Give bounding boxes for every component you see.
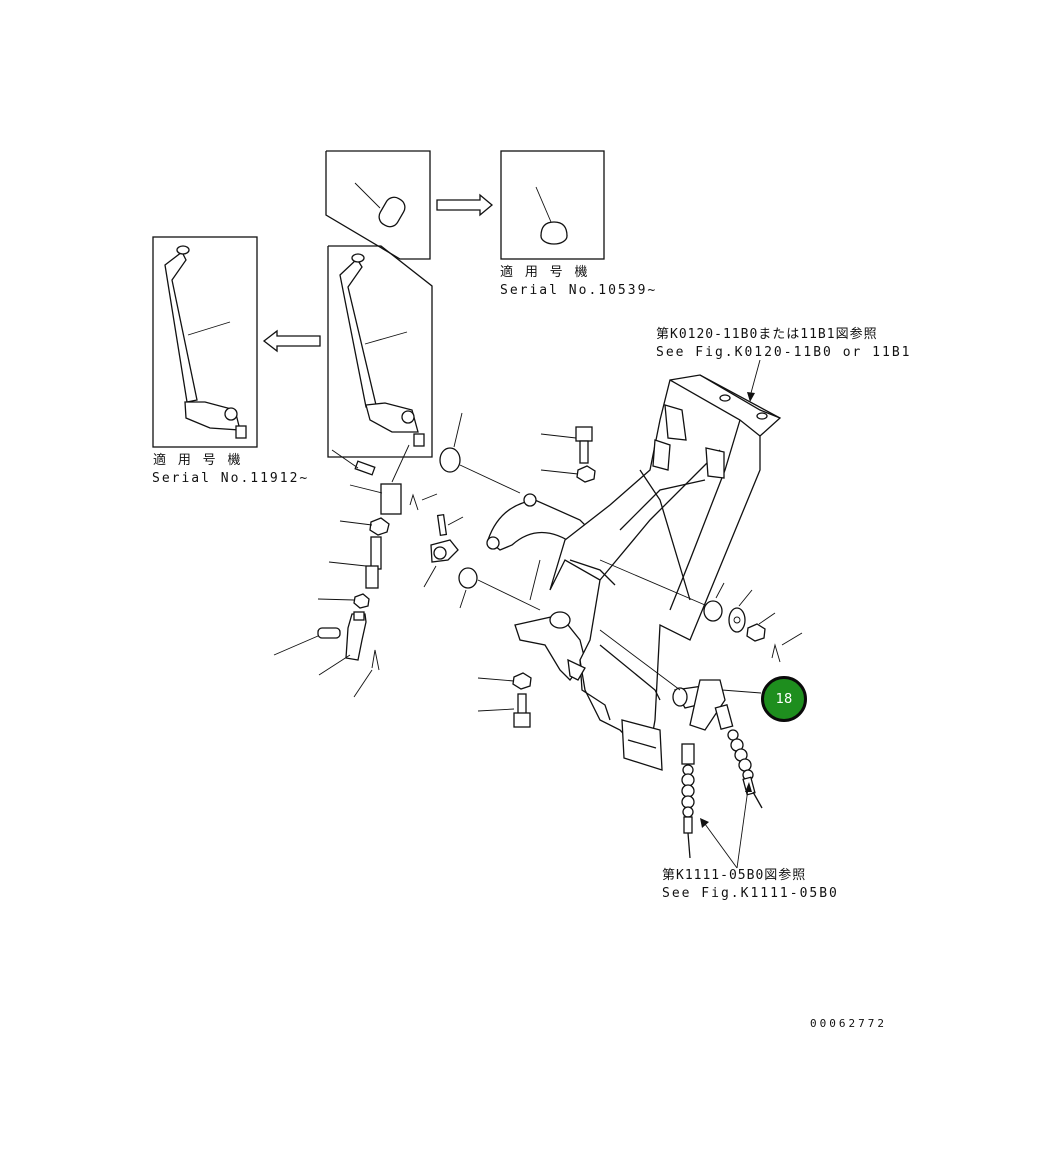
reference-top-en: See Fig.K0120-11B0 or 11B1 bbox=[656, 345, 912, 360]
inset-lever-before bbox=[327, 245, 433, 458]
reference-bottom-jp: 第K1111-05B0図参照 bbox=[662, 868, 807, 883]
arrow-right-icon bbox=[436, 193, 494, 217]
right-side-parts bbox=[599, 559, 803, 731]
reference-bottom-en: See Fig.K1111-05B0 bbox=[662, 886, 839, 901]
inset-pin-before bbox=[325, 150, 431, 260]
inset-top-right-serial: Serial No.10539~ bbox=[500, 283, 658, 298]
cable-left bbox=[681, 743, 695, 859]
reference-arrow-top bbox=[747, 359, 761, 402]
center-parts bbox=[423, 412, 601, 728]
cable-right bbox=[714, 704, 763, 809]
inset-left-serial: Serial No.11912~ bbox=[152, 471, 310, 486]
inset-left-label-jp: 適 用 号 機 bbox=[153, 453, 243, 468]
reference-top-jp: 第K0120-11B0または11B1図参照 bbox=[656, 327, 878, 342]
reference-arrow-bottom bbox=[700, 782, 752, 869]
inset-top-right-label-jp: 適 用 号 機 bbox=[500, 265, 590, 280]
inset-cap-after bbox=[500, 150, 605, 260]
main-column-frame bbox=[549, 374, 782, 771]
callout-badge-18[interactable]: 18 bbox=[761, 676, 807, 722]
left-column-parts bbox=[273, 444, 464, 698]
inset-lever-after bbox=[152, 236, 258, 448]
arrow-left-icon bbox=[262, 329, 321, 353]
drawing-number: 00062772 bbox=[810, 1017, 887, 1030]
